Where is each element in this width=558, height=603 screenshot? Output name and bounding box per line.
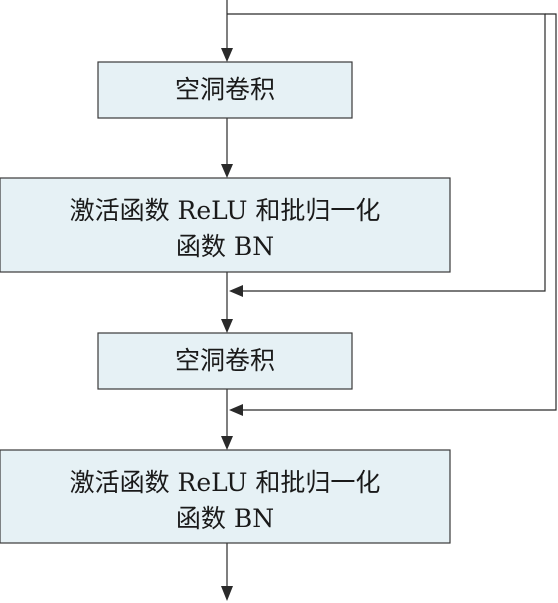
skip-connection-2: [241, 13, 557, 411]
dilated-conv-box-1: [97, 61, 353, 119]
activation-bn-box-2: [0, 449, 451, 544]
arrowhead-into-activation-1: [221, 164, 233, 178]
activation-bn-label-2-line-2: 函数 BN: [176, 504, 274, 533]
arrowhead-skip-1: [229, 285, 243, 297]
arrowhead-into-conv-2: [221, 319, 233, 333]
dilated-conv-box-2: [97, 332, 353, 390]
arrowhead-into-conv-1: [221, 48, 233, 62]
arrowhead-into-activation-2: [221, 436, 233, 450]
arrowhead-skip-2: [229, 404, 243, 416]
activation-bn-label-1-line-1: 激活函数 ReLU 和批归一化: [70, 196, 381, 225]
activation-bn-box-1: [0, 177, 451, 273]
dilated-conv-label-1: 空洞卷积: [175, 75, 275, 104]
arrowhead-output: [221, 586, 233, 601]
skip-connection-1: [227, 13, 546, 292]
activation-bn-label-1-line-2: 函数 BN: [176, 232, 274, 261]
dilated-conv-label-2: 空洞卷积: [175, 346, 275, 375]
activation-bn-label-2-line-1: 激活函数 ReLU 和批归一化: [70, 468, 381, 497]
